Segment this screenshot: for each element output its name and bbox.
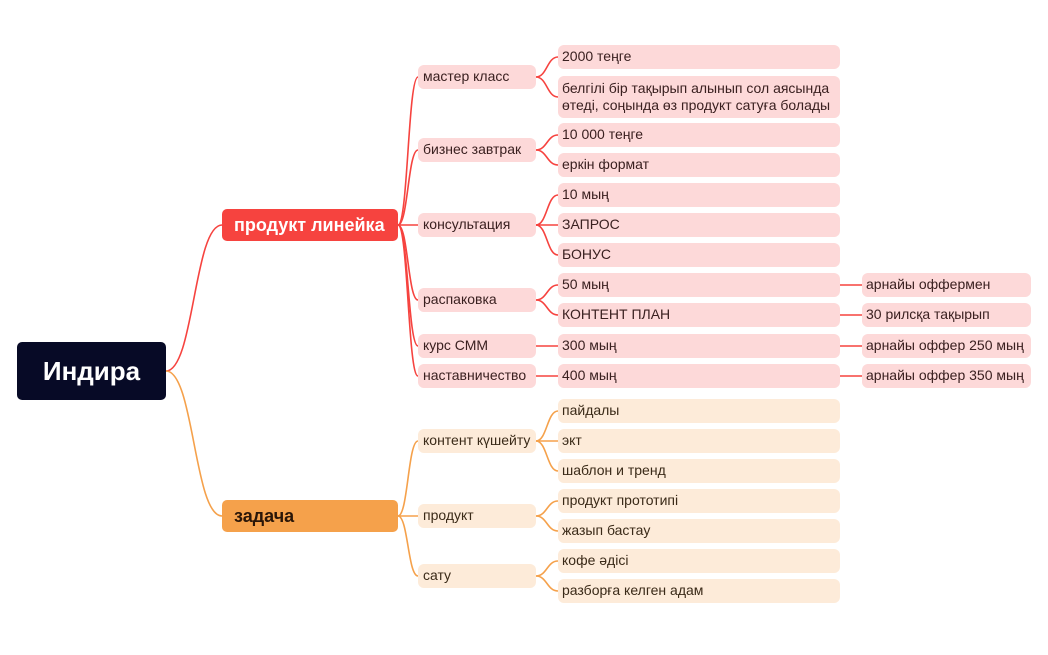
- leaf-node-0-3-0[interactable]: 50 мың: [558, 273, 840, 297]
- connector-item-leaf-0-2-0: [535, 194, 559, 226]
- item-node-1-0[interactable]: контент күшейту: [418, 429, 536, 453]
- root-node-label: Индира: [42, 355, 141, 386]
- leaf-node-0-1-1-label: еркін формат: [562, 156, 650, 173]
- leaf-node-0-0-0[interactable]: 2000 теңге: [558, 45, 840, 69]
- connector-item-leaf-1-0-2: [535, 440, 559, 472]
- item-node-0-1-label: бизнес завтрак: [423, 141, 522, 158]
- leaf-node-0-2-0-label: 10 мың: [562, 186, 609, 203]
- leaf-node-0-4-0-label: 300 мың: [562, 337, 617, 354]
- leaf-node-0-2-0[interactable]: 10 мың: [558, 183, 840, 207]
- connector-branch-item-1-2: [397, 515, 419, 577]
- note-node-0-4-0[interactable]: арнайы оффер 250 мың: [862, 334, 1031, 358]
- item-node-0-3[interactable]: распаковка: [418, 288, 536, 312]
- connector-item-leaf-1-2-1: [535, 575, 559, 592]
- connector-item-leaf-1-1-1: [535, 515, 559, 532]
- connector-item-leaf-0-1-0: [535, 134, 559, 151]
- connector-item-leaf-0-0-1: [535, 76, 559, 98]
- leaf-node-0-0-0-label: 2000 теңге: [562, 48, 632, 65]
- item-node-0-5-label: наставничество: [423, 367, 527, 384]
- leaf-node-1-1-0[interactable]: продукт прототипі: [558, 489, 840, 513]
- item-node-1-2-label: сату: [423, 567, 452, 584]
- item-node-0-1[interactable]: бизнес завтрак: [418, 138, 536, 162]
- leaf-node-1-0-2-label: шаблон и тренд: [562, 462, 666, 479]
- leaf-node-0-5-0[interactable]: 400 мың: [558, 364, 840, 388]
- item-node-0-4-label: курс СММ: [423, 337, 489, 354]
- note-node-0-5-0[interactable]: арнайы оффер 350 мың: [862, 364, 1031, 388]
- connector-item-leaf-0-3-1: [535, 299, 559, 316]
- leaf-node-1-2-1[interactable]: разборға келген адам: [558, 579, 840, 603]
- connector-item-leaf-1-1-0: [535, 500, 559, 517]
- leaf-node-1-0-1-label: экт: [562, 432, 582, 449]
- item-node-1-0-label: контент күшейту: [423, 432, 531, 449]
- leaf-node-0-2-1[interactable]: ЗАПРОС: [558, 213, 840, 237]
- note-node-0-4-0-label: арнайы оффер 250 мың: [866, 337, 1024, 354]
- leaf-node-0-3-1-label: КОНТЕНТ ПЛАН: [562, 306, 671, 323]
- leaf-node-1-1-1[interactable]: жазып бастау: [558, 519, 840, 543]
- branch-node-1-label: задача: [234, 505, 295, 526]
- leaf-node-1-0-2[interactable]: шаблон и тренд: [558, 459, 840, 483]
- item-node-1-2[interactable]: сату: [418, 564, 536, 588]
- branch-node-0[interactable]: продукт линейка: [222, 209, 398, 241]
- item-node-0-2[interactable]: консультация: [418, 213, 536, 237]
- connector-root-branch-0: [165, 224, 223, 372]
- connector-item-leaf-0-3-0: [535, 284, 559, 301]
- leaf-node-0-3-0-label: 50 мың: [562, 276, 609, 293]
- branch-node-1[interactable]: задача: [222, 500, 398, 532]
- item-node-0-4[interactable]: курс СММ: [418, 334, 536, 358]
- note-node-0-3-1[interactable]: 30 рилсқа тақырып: [862, 303, 1031, 327]
- leaf-node-1-2-0[interactable]: кофе әдісі: [558, 549, 840, 573]
- leaf-node-0-5-0-label: 400 мың: [562, 367, 617, 384]
- item-node-0-5[interactable]: наставничество: [418, 364, 536, 388]
- connector-branch-item-0-5: [397, 224, 419, 377]
- leaf-node-0-0-1[interactable]: белгілі бір тақырып алынып сол аясында ө…: [558, 76, 840, 118]
- leaf-node-1-0-0-label: пайдалы: [562, 402, 620, 419]
- leaf-node-0-1-1[interactable]: еркін формат: [558, 153, 840, 177]
- leaf-node-1-1-0-label: продукт прототипі: [562, 492, 679, 509]
- leaf-node-0-1-0[interactable]: 10 000 теңге: [558, 123, 840, 147]
- connector-item-leaf-1-2-0: [535, 560, 559, 577]
- leaf-node-1-0-1[interactable]: экт: [558, 429, 840, 453]
- item-node-0-0-label: мастер класс: [423, 68, 510, 85]
- leaf-node-0-3-1[interactable]: КОНТЕНТ ПЛАН: [558, 303, 840, 327]
- leaf-node-1-1-1-label: жазып бастау: [562, 522, 651, 539]
- note-node-0-3-0-label: арнайы оффермен: [866, 276, 991, 293]
- connector-branch-item-1-0: [397, 440, 419, 517]
- note-node-0-3-0[interactable]: арнайы оффермен: [862, 273, 1031, 297]
- item-node-1-1[interactable]: продукт: [418, 504, 536, 528]
- connector-item-leaf-1-0-0: [535, 410, 559, 442]
- leaf-node-1-2-0-label: кофе әдісі: [562, 552, 629, 569]
- note-node-0-3-1-label: 30 рилсқа тақырып: [866, 306, 990, 323]
- leaf-node-0-2-2[interactable]: БОНУС: [558, 243, 840, 267]
- note-node-0-5-0-label: арнайы оффер 350 мың: [866, 367, 1024, 384]
- leaf-node-0-2-1-label: ЗАПРОС: [562, 216, 620, 233]
- item-node-0-2-label: консультация: [423, 216, 511, 233]
- connector-item-leaf-0-2-2: [535, 224, 559, 256]
- connector-branch-item-0-1: [397, 149, 419, 226]
- leaf-node-0-1-0-label: 10 000 теңге: [562, 126, 644, 143]
- leaf-node-0-2-2-label: БОНУС: [562, 246, 612, 263]
- connector-item-leaf-0-1-1: [535, 149, 559, 166]
- item-node-1-1-label: продукт: [423, 507, 474, 524]
- root-node[interactable]: Индира: [17, 342, 166, 400]
- connector-item-leaf-0-0-0: [535, 56, 559, 78]
- connector-root-branch-1: [165, 370, 223, 517]
- leaf-node-1-0-0[interactable]: пайдалы: [558, 399, 840, 423]
- leaf-node-1-2-1-label: разборға келген адам: [562, 582, 704, 599]
- leaf-node-0-4-0[interactable]: 300 мың: [558, 334, 840, 358]
- item-node-0-3-label: распаковка: [423, 291, 497, 308]
- connector-branch-item-0-4: [397, 224, 419, 347]
- item-node-0-0[interactable]: мастер класс: [418, 65, 536, 89]
- branch-node-0-label: продукт линейка: [234, 214, 385, 235]
- leaf-node-0-0-1-label: белгілі бір тақырып алынып сол аясында ө…: [562, 79, 831, 114]
- connector-branch-item-0-0: [397, 76, 419, 226]
